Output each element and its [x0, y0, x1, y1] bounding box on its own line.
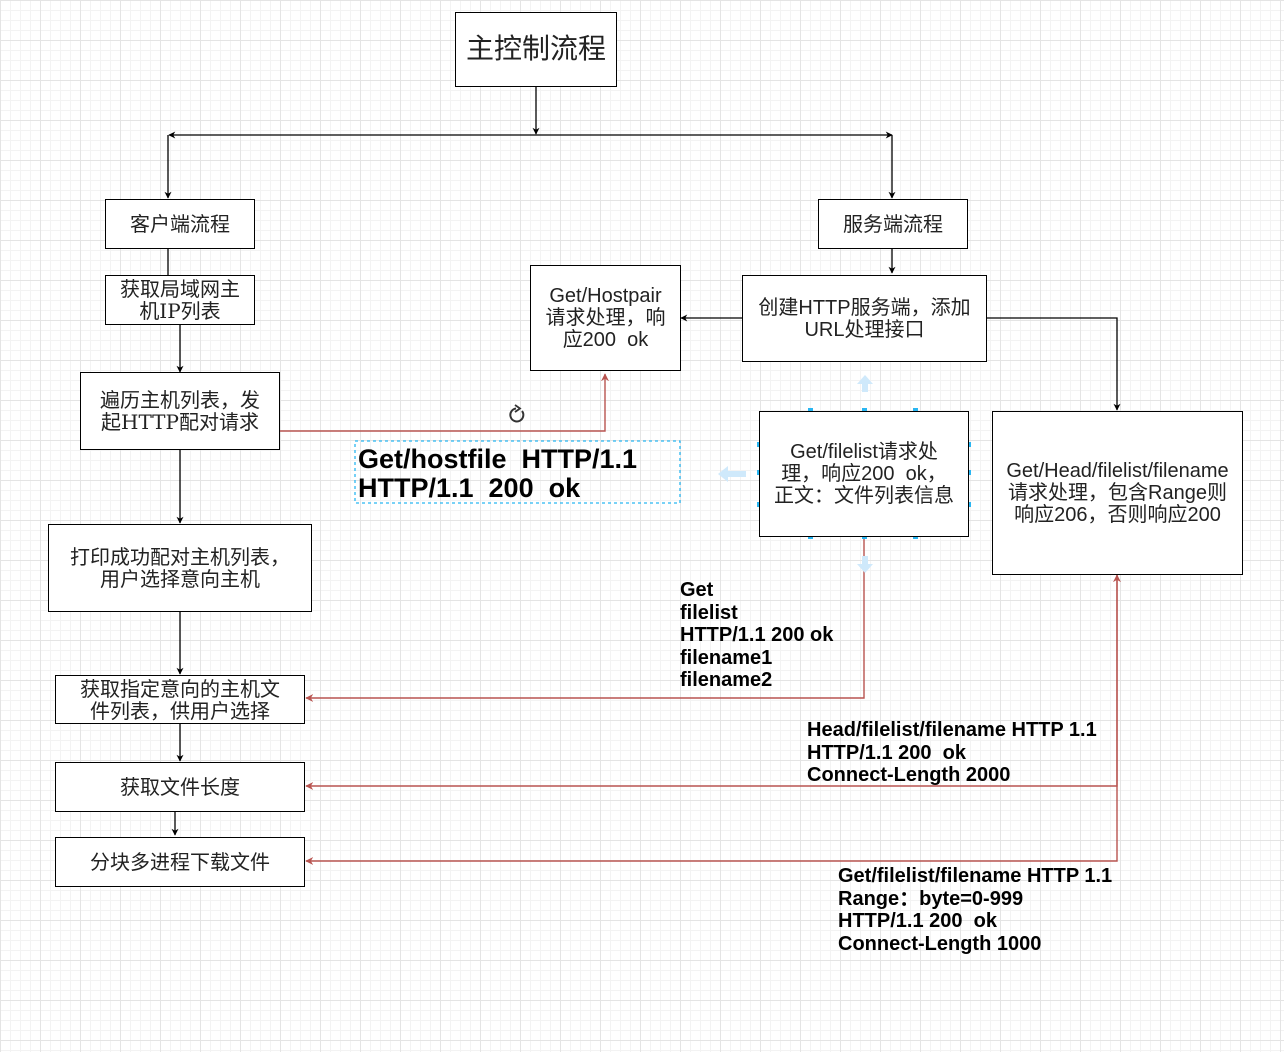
chunked-download-node[interactable]: 分块多进程下载文件: [55, 837, 305, 887]
edge-traverse-to-hostpair[interactable]: [280, 373, 609, 432]
range-request-label[interactable]: Get/filelist/filename HTTP 1.1 Range：byt…: [838, 865, 1113, 955]
edge-filename-handler-to-download[interactable]: [305, 575, 1118, 865]
create-http-server-node[interactable]: 创建HTTP服务端，添加 URL处理接口: [742, 275, 987, 362]
server-flow-node[interactable]: 服务端流程: [818, 199, 968, 249]
traverse-hosts-node[interactable]: 遍历主机列表，发 起HTTP配对请求: [80, 372, 280, 450]
hostfile-request-label[interactable]: Get/hostfile HTTP/1.1 HTTP/1.1 200 ok: [358, 444, 638, 503]
filename-handler-node[interactable]: Get/Head/filelist/filename 请求处理，包含Range则…: [992, 411, 1243, 575]
get-file-list-node[interactable]: 获取指定意向的主机文 件列表，供用户选择: [55, 675, 305, 724]
filelist-response-label[interactable]: Get filelist HTTP/1.1 200 ok filename1 f…: [680, 579, 834, 691]
handle: [808, 408, 813, 413]
handle: [913, 408, 918, 413]
hostpair-handler-node[interactable]: Get/Hostpair 请求处理，响 应200 ok: [530, 265, 681, 371]
arrow-left-hint-icon: [718, 466, 746, 482]
head-request-label[interactable]: Head/filelist/filename HTTP 1.1 HTTP/1.1…: [807, 719, 1097, 786]
print-paired-hosts-node[interactable]: 打印成功配对主机列表， 用户选择意向主机: [48, 524, 312, 612]
rotate-icon[interactable]: [509, 404, 525, 423]
get-lan-hosts-node[interactable]: 获取局域网主 机IP列表: [105, 275, 255, 325]
handle: [862, 408, 867, 413]
client-flow-node[interactable]: 客户端流程: [105, 199, 255, 249]
selection-box: [354, 440, 681, 504]
edge-create-to-filename-handler[interactable]: [986, 317, 1121, 411]
arrow-up-hint-icon: [857, 375, 873, 392]
main-flow-node[interactable]: 主控制流程: [455, 12, 617, 87]
get-file-length-node[interactable]: 获取文件长度: [55, 762, 305, 812]
arrow-down-hint-icon: [857, 556, 873, 573]
filelist-handler-node[interactable]: Get/filelist请求处 理，响应200 ok， 正文：文件列表信息: [759, 411, 969, 537]
